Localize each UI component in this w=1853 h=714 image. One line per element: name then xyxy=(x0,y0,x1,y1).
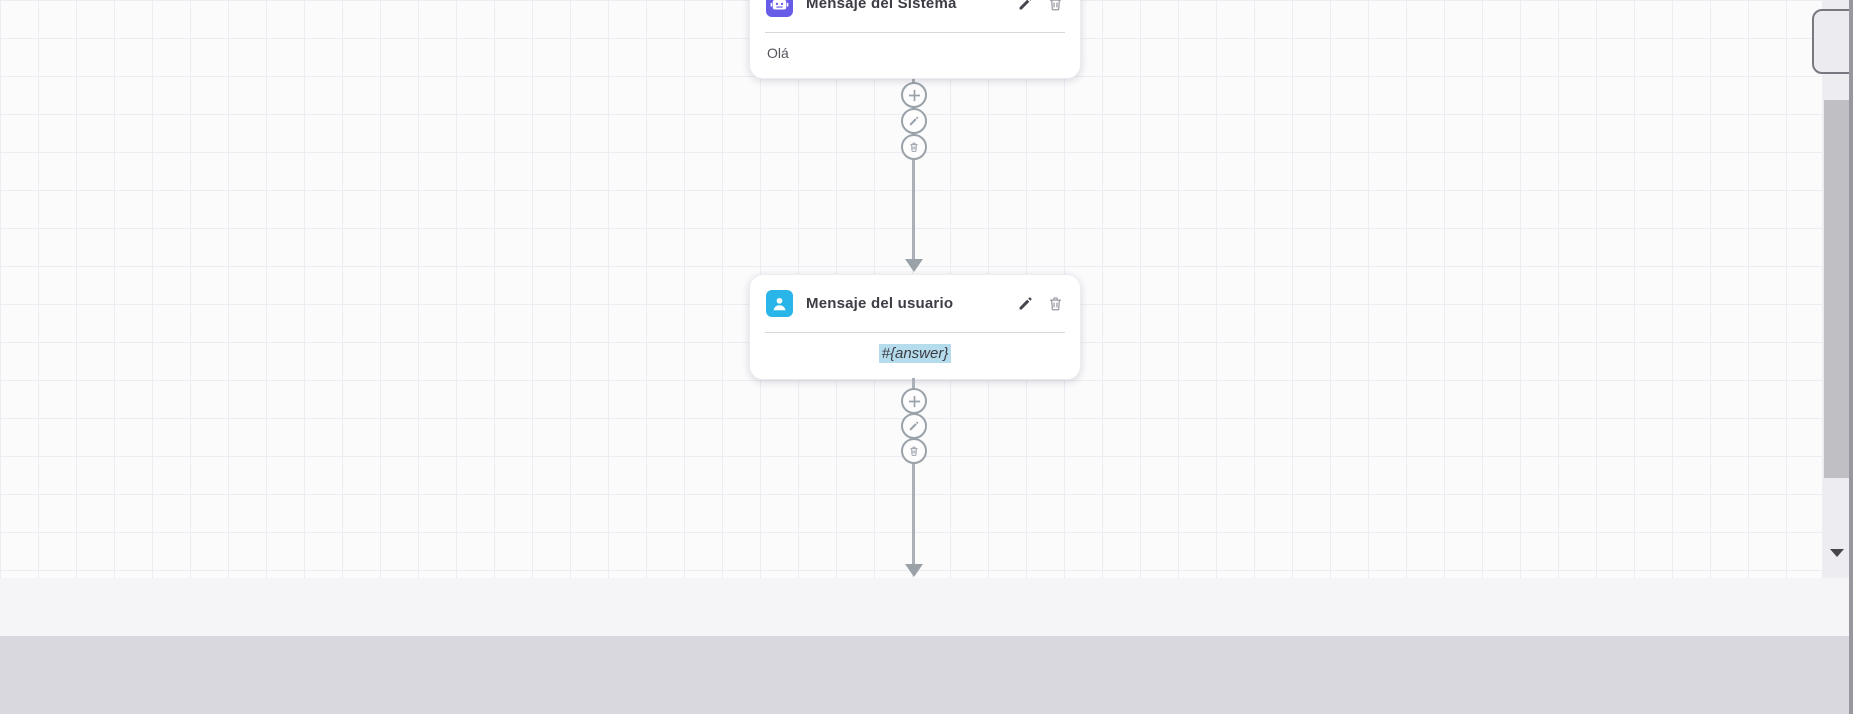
node-system-message[interactable]: Mensaje del Sistema Olá xyxy=(749,0,1081,79)
connector-arrowhead xyxy=(905,259,923,272)
minimap-box[interactable] xyxy=(1812,9,1853,74)
plus-icon xyxy=(908,395,920,407)
connector-edit-button[interactable] xyxy=(901,108,927,134)
trash-icon xyxy=(1049,0,1062,11)
node-header: Mensaje del usuario xyxy=(750,275,1080,332)
pencil-icon xyxy=(1019,0,1032,10)
node-delete-button[interactable] xyxy=(1047,295,1064,312)
trash-icon xyxy=(910,446,918,456)
connector-line xyxy=(912,378,915,568)
pencil-icon xyxy=(909,421,919,431)
connector-add-button[interactable] xyxy=(901,82,927,108)
user-icon xyxy=(766,290,793,317)
node-delete-button[interactable] xyxy=(1047,0,1064,12)
node-title: Mensaje del Sistema xyxy=(806,0,957,12)
robot-icon xyxy=(766,0,793,17)
canvas-footer-strip xyxy=(0,578,1853,636)
connector-delete-button[interactable] xyxy=(901,134,927,160)
node-title: Mensaje del usuario xyxy=(806,295,954,312)
node-header: Mensaje del Sistema xyxy=(750,0,1080,32)
connector-line xyxy=(912,78,915,262)
pencil-icon xyxy=(1019,297,1032,310)
node-edit-button[interactable] xyxy=(1017,0,1034,12)
node-divider xyxy=(765,332,1065,333)
node-divider xyxy=(765,32,1065,33)
window-right-edge xyxy=(1849,0,1853,714)
trash-icon xyxy=(910,142,918,152)
node-body-text: Olá xyxy=(767,45,789,61)
node-edit-button[interactable] xyxy=(1017,295,1034,312)
connector-arrowhead xyxy=(905,564,923,577)
bottom-toolbar: Editar Apariencia Recargar Salvar xyxy=(0,636,1853,714)
node-user-message[interactable]: Mensaje del usuario #{answer} xyxy=(749,274,1081,380)
connector-edit-button[interactable] xyxy=(901,413,927,439)
answer-variable-chip[interactable]: #{answer} xyxy=(878,344,952,363)
connector-delete-button[interactable] xyxy=(901,438,927,464)
scrollbar-thumb[interactable] xyxy=(1824,100,1850,478)
connector-add-button[interactable] xyxy=(901,388,927,414)
scroll-down-arrow-icon[interactable] xyxy=(1830,549,1844,557)
plus-icon xyxy=(908,89,920,101)
flow-canvas[interactable]: Mensaje del Sistema Olá xyxy=(0,0,1853,578)
pencil-icon xyxy=(909,116,919,126)
trash-icon xyxy=(1049,297,1062,311)
